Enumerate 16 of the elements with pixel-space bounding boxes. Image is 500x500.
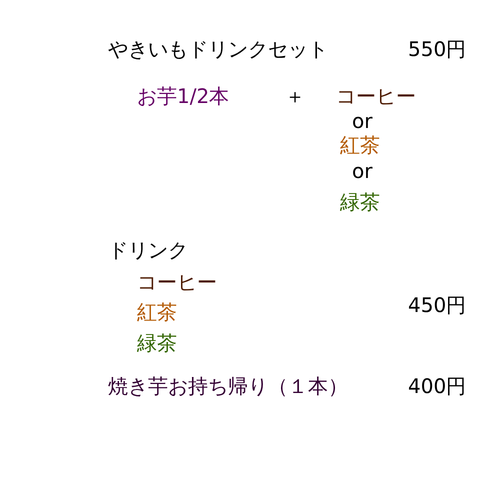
- price: 450円: [408, 293, 466, 317]
- plus-sign: ＋: [285, 84, 305, 108]
- menu-item: 紅茶: [137, 300, 177, 324]
- price: 400円: [408, 374, 466, 398]
- menu-item: コーヒー: [336, 84, 416, 108]
- menu-item: 緑茶: [137, 331, 177, 355]
- menu-item: 紅茶: [340, 133, 380, 157]
- price: 550円: [408, 37, 466, 61]
- menu-item: 緑茶: [340, 190, 380, 214]
- menu-heading: やきいもドリンクセット: [108, 37, 328, 61]
- menu-heading: 焼き芋お持ち帰り（１本）: [108, 374, 348, 398]
- menu-item: コーヒー: [137, 270, 217, 294]
- menu-item: お芋1/2本: [137, 84, 230, 108]
- or-text: or: [352, 159, 372, 183]
- menu-heading: ドリンク: [108, 238, 188, 262]
- or-text: or: [352, 109, 372, 133]
